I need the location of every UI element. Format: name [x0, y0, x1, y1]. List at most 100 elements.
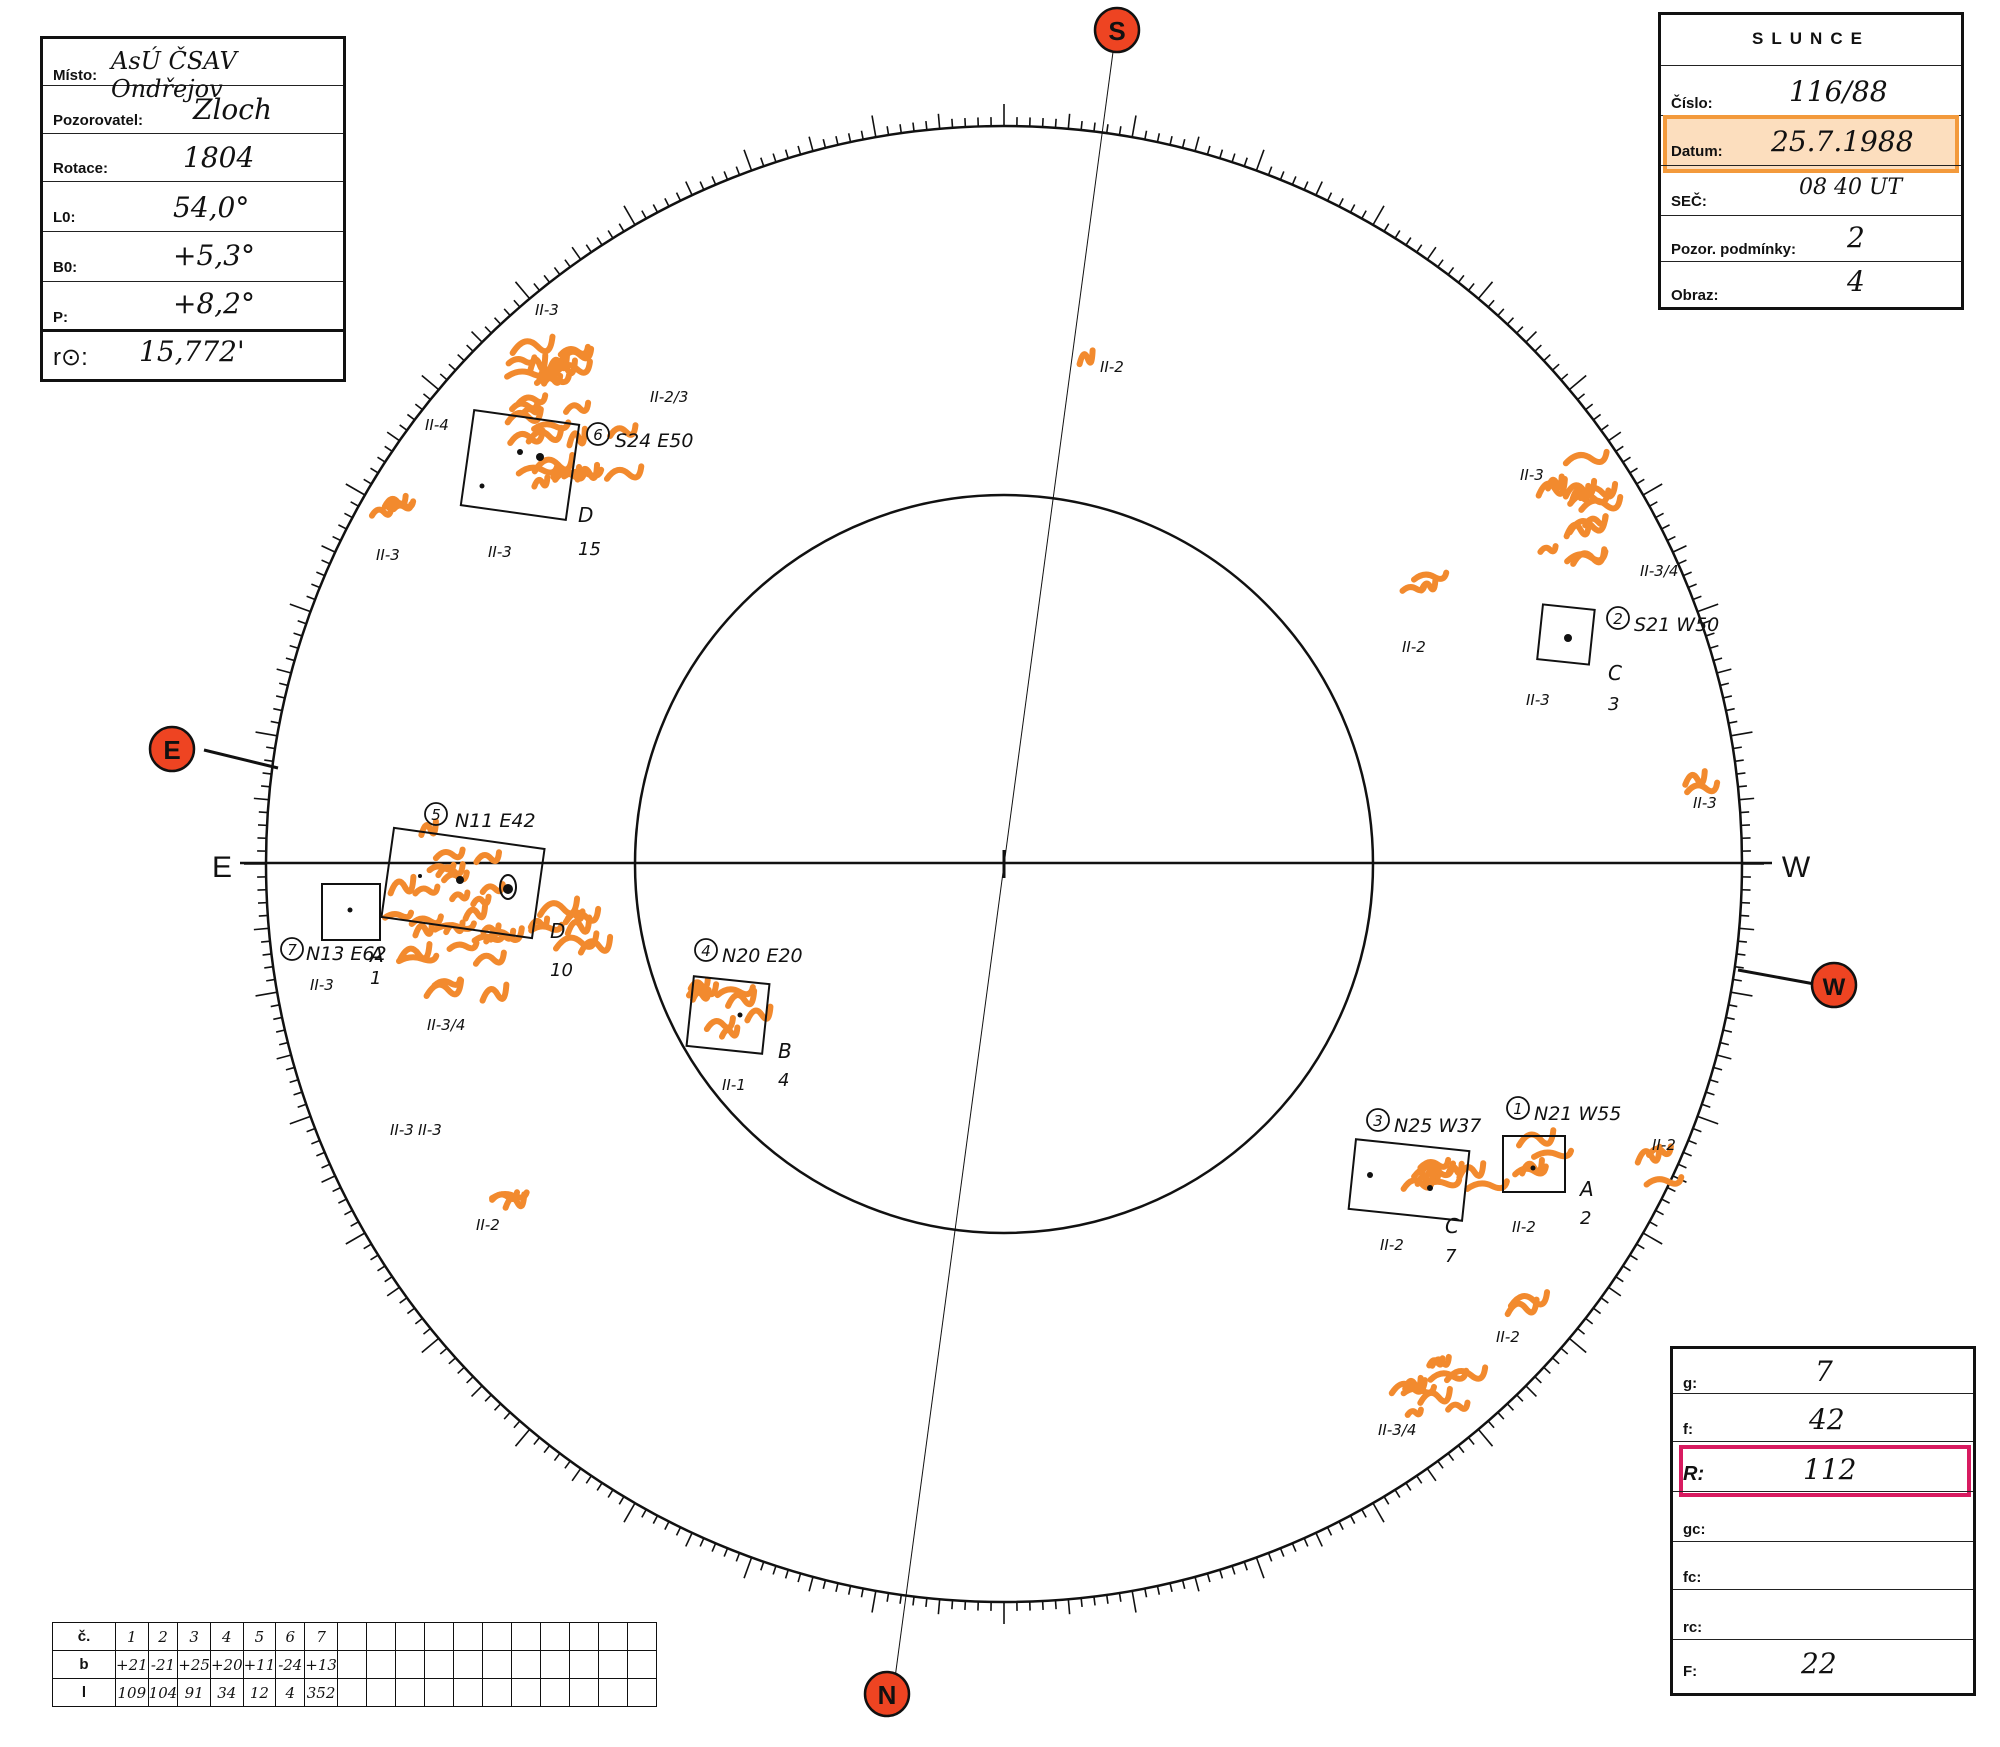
limb-tick [1692, 595, 1702, 601]
compass-s: S [1093, 6, 1141, 54]
limb-tick [1722, 1029, 1733, 1033]
limb-tick [275, 695, 286, 699]
limb-tick [1054, 118, 1057, 128]
limb-tick [1361, 210, 1367, 219]
limb-tick [1267, 166, 1273, 176]
limb-tick [886, 1592, 890, 1602]
limb-tick [264, 759, 274, 763]
facula-stroke [552, 466, 588, 483]
groups-table-cell: 4 [209, 1622, 244, 1651]
limb-tick [1437, 1460, 1444, 1469]
groups-table-row: b+21-21+25+20+11-24+13 [52, 1650, 657, 1679]
facula-stroke [689, 986, 712, 1003]
limb-tick [422, 1327, 431, 1335]
limb-tick [1516, 326, 1524, 334]
facula-stroke [531, 419, 572, 432]
limb-tick [470, 1385, 483, 1398]
compass-n-label: N [878, 1680, 897, 1710]
sun-info-header: SLUNCE Číslo: 116/88 Datum: 25.7.1988 SE… [1658, 12, 1964, 310]
group-number-circle [280, 937, 304, 961]
limb-tick [503, 308, 511, 317]
limb-tick [262, 772, 272, 775]
group-spot-count: 7 [1445, 1246, 1457, 1267]
compass-s-label: S [1108, 16, 1125, 46]
limb-tick [1732, 978, 1742, 982]
sun-title: SLUNCE [1752, 29, 1870, 48]
facula-stroke [387, 873, 417, 897]
limb-tick [1709, 644, 1719, 649]
limb-tick [332, 535, 342, 542]
limb-tick [1636, 478, 1645, 485]
l0-label: L0: [53, 209, 76, 226]
limb-tick [278, 1041, 289, 1046]
limb-tick [1577, 393, 1586, 401]
limb-tick [350, 501, 359, 507]
groups-table-cell [510, 1650, 541, 1679]
limb-tick [886, 126, 890, 136]
groups-table-cell: 352 [304, 1678, 338, 1707]
facula-stroke [1531, 1147, 1575, 1160]
groups-table-cell [452, 1678, 483, 1707]
limb-tick [514, 1428, 531, 1447]
compass-w-label: W [1823, 974, 1846, 1001]
limb-tick [723, 1547, 729, 1557]
groups-table-cell [423, 1678, 454, 1707]
limb-tick [1144, 1588, 1148, 1598]
limb-tick [1666, 535, 1676, 542]
groups-table-cell [336, 1650, 367, 1679]
b0-label: B0: [53, 259, 78, 276]
group-spot-count: 15 [578, 539, 601, 560]
facula-stroke [577, 933, 614, 956]
facula-class-label: II-3 [1520, 466, 1544, 484]
r-highlight [1679, 1445, 1971, 1497]
limb-tick [1687, 583, 1697, 589]
limb-tick [1405, 237, 1412, 246]
groups-table-cell: +20 [209, 1650, 244, 1679]
groups-table-cell [394, 1622, 425, 1651]
limb-tick [275, 1029, 286, 1033]
image-label: Obraz: [1671, 287, 1719, 304]
limb-tick [316, 1151, 325, 1157]
facula-stroke [470, 893, 492, 908]
limb-tick [623, 1502, 636, 1523]
facula-stroke [561, 466, 605, 480]
limb-tick [1279, 171, 1285, 181]
limb-tick [1722, 695, 1733, 699]
limb-tick [564, 1460, 571, 1469]
facula-stroke [1388, 1377, 1428, 1397]
date-highlight [1663, 115, 1959, 173]
facula-stroke [1417, 1385, 1453, 1406]
limb-tick [1372, 1502, 1385, 1523]
facula-stroke [479, 881, 506, 896]
facula-class-label: II-2 [1652, 1136, 1676, 1154]
group-7-box [321, 883, 381, 941]
groups-table-cell [626, 1678, 657, 1707]
group-number: 7 [287, 941, 297, 959]
limb-tick [607, 230, 614, 239]
limb-tick [711, 1543, 717, 1552]
limb-tick [1144, 130, 1148, 140]
limb-tick [345, 1232, 366, 1245]
facula-stroke [1562, 448, 1610, 467]
groups-table-cell: 3 [177, 1622, 211, 1651]
groups-table-cell [481, 1678, 512, 1707]
limb-tick [377, 456, 386, 463]
limb-tick [422, 393, 431, 401]
limb-tick [1506, 1403, 1515, 1411]
limb-tick [414, 403, 423, 411]
limb-tick [835, 1582, 839, 1593]
limb-tick [297, 1103, 307, 1108]
limb-tick [585, 244, 592, 253]
groups-table-cell: 4 [275, 1678, 306, 1707]
limb-tick [652, 1515, 659, 1524]
limb-tick [912, 122, 915, 132]
facula-stroke [563, 399, 592, 415]
header-row: r⊙: 15,772' [43, 331, 343, 379]
limb-tick [1661, 1198, 1670, 1204]
groups-table-cell [626, 1650, 657, 1679]
rotation-value: 1804 [183, 141, 255, 174]
facula-stroke [566, 425, 588, 449]
groups-table-cell: +11 [242, 1650, 277, 1679]
f-label: f: [1683, 1421, 1693, 1438]
